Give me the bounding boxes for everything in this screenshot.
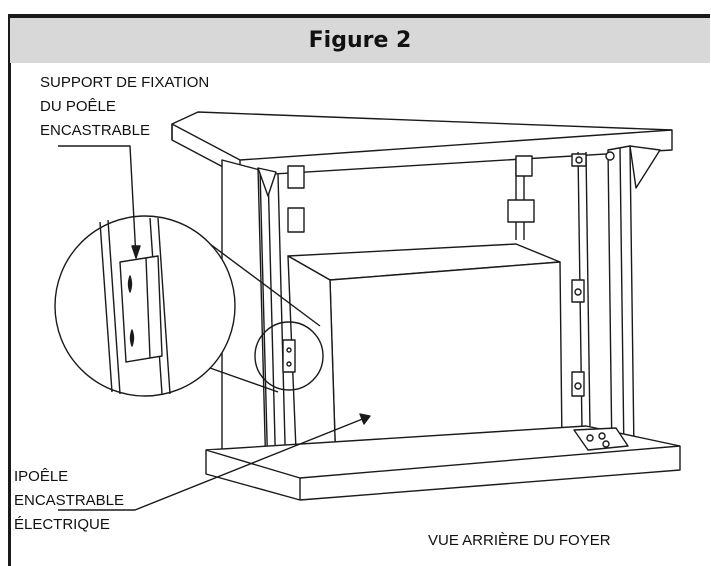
left-border-rule — [8, 14, 11, 566]
view-caption: VUE ARRIÈRE DU FOYER — [428, 532, 611, 549]
figure-title-bar: Figure 2 — [10, 14, 710, 63]
support-label-line3: ENCASTRABLE — [40, 122, 151, 139]
figure-title: Figure 2 — [308, 28, 412, 53]
fireplace-base — [205, 425, 681, 501]
insert-label-line3: ÉLECTRIQUE — [14, 516, 110, 533]
support-label-line2: DU POÊLE — [40, 98, 116, 115]
insert-label-line1: IPOÊLE — [14, 468, 69, 485]
highlighted-bracket — [282, 339, 296, 373]
mounting-brackets — [287, 151, 615, 397]
mantel-top — [171, 111, 673, 177]
leader-lines — [58, 145, 371, 511]
base-brackets — [573, 427, 629, 451]
electric-insert-box — [287, 243, 563, 471]
support-label-line1: SUPPORT DE FIXATION — [40, 74, 210, 91]
insert-label-line2: ENCASTRABLE — [14, 492, 125, 509]
right-side-panel — [577, 145, 661, 459]
left-side-panel — [221, 159, 287, 483]
detail-magnifier — [54, 215, 324, 397]
